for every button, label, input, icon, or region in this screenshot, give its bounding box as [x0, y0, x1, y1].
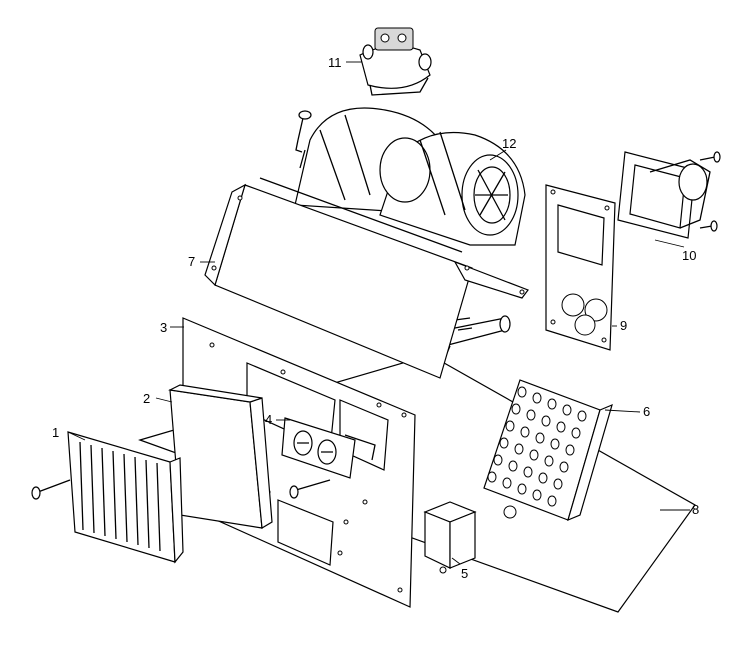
- part-4-control-switch: [281, 417, 376, 479]
- screw-left: [31, 479, 71, 500]
- perforation-hole: [550, 438, 560, 450]
- grille-slat: [145, 459, 150, 549]
- perforation-hole: [508, 460, 518, 472]
- callout-12: 12: [502, 136, 516, 151]
- callout-7: 7: [188, 254, 195, 269]
- perforation-hole: [511, 403, 521, 415]
- part-7-top-bracket: [204, 177, 529, 379]
- perforation-hole: [532, 489, 542, 501]
- perforation-hole: [520, 426, 530, 438]
- grille-slat: [123, 453, 128, 543]
- callout-3: 3: [160, 320, 167, 335]
- callouts: 1 2 3 4 5 6 7 8 9 10 11 12: [52, 55, 699, 581]
- perforation-hole: [502, 477, 512, 489]
- perforation-hole: [517, 386, 527, 398]
- part-11-valve: [359, 27, 432, 96]
- grille-slat: [112, 450, 117, 540]
- grille-slat: [101, 447, 106, 537]
- part-12-blower-unit: [294, 107, 526, 246]
- perforation-hole: [505, 420, 515, 432]
- perforation-hole: [577, 410, 587, 422]
- part-5-relay-box: [423, 501, 477, 574]
- leader-lines: [67, 61, 690, 565]
- perforation-hole: [571, 427, 581, 439]
- callout-8: 8: [692, 502, 699, 517]
- callout-9: 9: [620, 318, 627, 333]
- perforation-hole: [535, 432, 545, 444]
- perforation-hole: [526, 409, 536, 421]
- part-10-duct-flange: [617, 151, 721, 239]
- perforation-hole: [541, 415, 551, 427]
- grille-slat: [79, 441, 84, 531]
- perforation-hole: [529, 449, 539, 461]
- perforation-hole: [499, 437, 509, 449]
- perforation-hole: [493, 454, 503, 466]
- grille-slat: [90, 444, 95, 534]
- callout-5: 5: [461, 566, 468, 581]
- perforation-hole: [565, 444, 575, 456]
- callout-1: 1: [52, 425, 59, 440]
- callout-6: 6: [643, 404, 650, 419]
- perforation-hole: [547, 495, 557, 507]
- screw-top: [295, 110, 312, 153]
- callout-11: 11: [328, 55, 342, 70]
- screw-middle: [289, 479, 331, 499]
- perforation-hole: [517, 483, 527, 495]
- part-6-perforated-plate: [483, 379, 613, 522]
- grille-slat: [156, 462, 161, 552]
- perforation-hole: [556, 421, 566, 433]
- part-9-cover-plate: [545, 184, 616, 351]
- pipes: [429, 315, 511, 366]
- perforation-hole: [532, 392, 542, 404]
- callout-10: 10: [682, 248, 696, 263]
- perforation-hole: [544, 455, 554, 467]
- perforation-hole: [559, 461, 569, 473]
- part-1-grille: [67, 431, 184, 564]
- perforation-hole: [538, 472, 548, 484]
- perforation-hole: [547, 398, 557, 410]
- grille-slat: [134, 456, 139, 546]
- callout-2: 2: [143, 391, 150, 406]
- perforation-hole: [514, 443, 524, 455]
- perforation-hole: [562, 404, 572, 416]
- perforation-hole: [553, 478, 563, 490]
- callout-4: 4: [265, 412, 272, 427]
- perforation-hole: [523, 466, 533, 478]
- part-2-filter-block: [168, 384, 273, 530]
- perforation-hole: [487, 471, 497, 483]
